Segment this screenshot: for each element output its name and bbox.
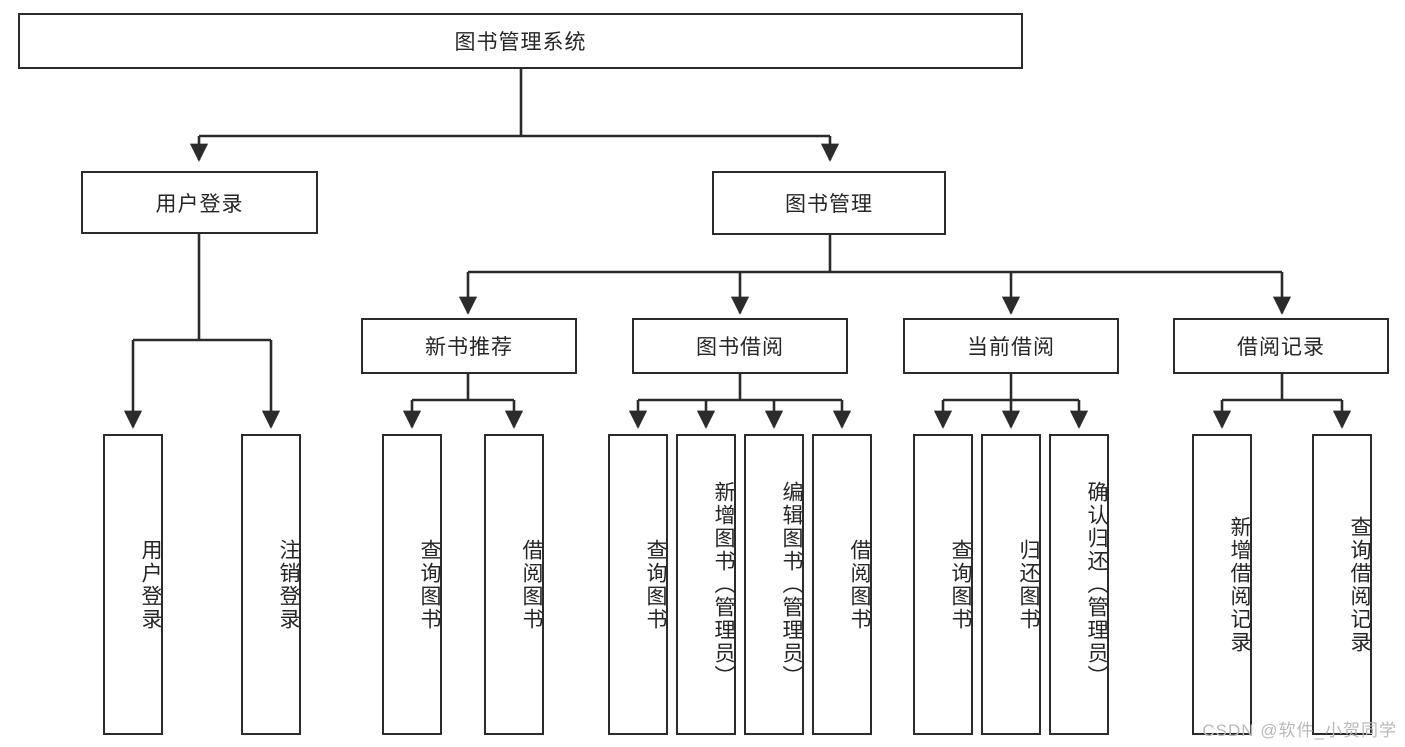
node-borrow-record[interactable]: 借阅记录 (1173, 318, 1389, 374)
leaf-new-book-borrow[interactable]: 借阅图书 (484, 434, 544, 735)
leaf-new-book-query[interactable]: 查询图书 (382, 434, 442, 735)
node-label: 用户登录 (139, 538, 162, 631)
leaf-current-query-book[interactable]: 查询图书 (913, 434, 973, 735)
node-label: 新书推荐 (425, 336, 513, 359)
node-label: 借阅记录 (1237, 336, 1325, 359)
node-label: 当前借阅 (967, 336, 1055, 359)
watermark-text: CSDN @软件_小贺同学 (1202, 721, 1397, 740)
node-label: 借阅图书 (520, 538, 543, 631)
node-label: 确认归还（管理员） (1085, 481, 1108, 688)
node-label: 归还图书 (1017, 538, 1040, 631)
leaf-record-add-borrow-record[interactable]: 新增借阅记录 (1192, 434, 1252, 735)
node-label: 图书管理 (785, 193, 873, 216)
node-book-management[interactable]: 图书管理 (712, 171, 946, 235)
node-label: 查询图书 (644, 538, 667, 631)
node-user-login[interactable]: 用户登录 (81, 171, 318, 234)
node-label: 新增借阅记录 (1228, 515, 1251, 654)
node-label: 查询借阅记录 (1348, 515, 1371, 654)
node-label: 借阅图书 (848, 538, 871, 631)
leaf-user-login-logout[interactable]: 注销登录 (241, 434, 301, 735)
leaf-user-login-login[interactable]: 用户登录 (103, 434, 163, 735)
node-label: 用户登录 (155, 192, 244, 216)
node-current-borrow[interactable]: 当前借阅 (903, 318, 1119, 374)
node-root-book-management-system[interactable]: 图书管理系统 (18, 13, 1023, 69)
leaf-current-return-book[interactable]: 归还图书 (981, 434, 1041, 735)
node-label: 图书管理系统 (454, 31, 587, 54)
leaf-borrow-borrow-book[interactable]: 借阅图书 (812, 434, 872, 735)
leaf-borrow-query-book[interactable]: 查询图书 (608, 434, 668, 735)
node-label: 图书借阅 (696, 336, 784, 359)
node-label: 查询图书 (418, 538, 441, 631)
node-new-book-recommend[interactable]: 新书推荐 (361, 318, 577, 374)
leaf-record-query-borrow-record[interactable]: 查询借阅记录 (1312, 434, 1372, 735)
node-book-borrow[interactable]: 图书借阅 (632, 318, 848, 374)
node-label: 编辑图书（管理员） (780, 481, 803, 688)
node-label: 新增图书（管理员） (712, 481, 735, 688)
node-label: 注销登录 (277, 538, 300, 631)
leaf-borrow-edit-book-admin[interactable]: 编辑图书（管理员） (744, 434, 804, 735)
leaf-borrow-add-book-admin[interactable]: 新增图书（管理员） (676, 434, 736, 735)
node-label: 查询图书 (949, 538, 972, 631)
leaf-current-confirm-return-admin[interactable]: 确认归还（管理员） (1049, 434, 1109, 735)
